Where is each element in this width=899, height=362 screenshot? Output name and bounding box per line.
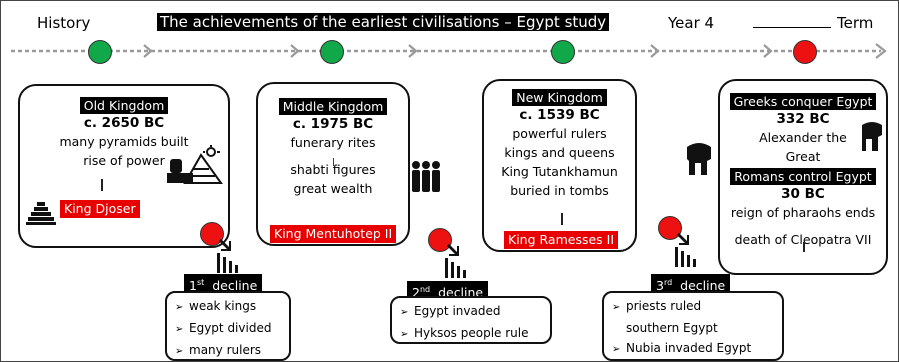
decline-1-suffix: st bbox=[196, 278, 205, 287]
bullet-arrow-icon: ➢ bbox=[400, 329, 409, 340]
greeks-fact-1: Alexander the bbox=[759, 130, 847, 145]
greek-helmet-icon bbox=[862, 122, 882, 151]
new-kingdom-fact-4: buried in tombs bbox=[510, 183, 609, 198]
decline-3-box: ➢priests ruled southern Egypt ➢Nubia inv… bbox=[602, 291, 784, 361]
warrior-helmet-icon bbox=[687, 143, 711, 175]
term-blank-line bbox=[753, 27, 831, 28]
romans-fact-2: death of Cleopatra VII bbox=[734, 232, 872, 247]
greeks-title: Greeks conquer Egypt bbox=[729, 93, 877, 110]
new-kingdom-fact-2: kings and queens bbox=[504, 145, 615, 160]
decline-3-suffix: rd bbox=[663, 278, 673, 287]
decline-3-item: ➢Nubia invaded Egypt bbox=[612, 338, 776, 360]
new-kingdom-marker bbox=[551, 40, 575, 64]
decline-1-item: ➢Egypt divided bbox=[175, 318, 283, 340]
late-period-marker bbox=[793, 40, 817, 64]
decline-3-label: 3rd decline bbox=[651, 274, 731, 295]
shabti-figures-icon bbox=[412, 161, 440, 192]
middle-kingdom-fact-3: great wealth bbox=[293, 181, 373, 196]
greeks-fact-2: Great bbox=[785, 149, 821, 164]
decline-3-bars-icon bbox=[675, 233, 696, 267]
middle-kingdom-title: Middle Kingdom bbox=[278, 98, 388, 115]
decline-3-ordinal: 3 bbox=[656, 278, 664, 294]
middle-kingdom-ruler: King Mentuhotep II bbox=[270, 223, 397, 243]
bullet-arrow-icon: ➢ bbox=[612, 344, 621, 355]
decline-2-item: ➢Hyksos people rule bbox=[400, 323, 544, 345]
decline-2-suffix: nd bbox=[419, 285, 431, 294]
step-pyramid-icon bbox=[26, 202, 56, 225]
decline-2-bars-icon bbox=[445, 244, 466, 278]
decline-1-label: 1st decline bbox=[184, 274, 263, 295]
decline-2-ordinal: 2 bbox=[412, 285, 420, 301]
old-kingdom-marker bbox=[88, 40, 112, 64]
middle-kingdom-fact-1: funerary rites bbox=[290, 135, 376, 150]
page-title: The achievements of the earliest civilis… bbox=[157, 12, 610, 32]
decline-1-item: ➢many rulers bbox=[175, 340, 283, 362]
bullet-arrow-icon: ➢ bbox=[612, 302, 621, 313]
new-kingdom-connector bbox=[561, 213, 563, 225]
year-label: Year 4 bbox=[668, 14, 715, 32]
middle-kingdom-date: c. 1975 BC bbox=[292, 116, 374, 132]
middle-kingdom-divider bbox=[333, 158, 334, 166]
romans-title: Romans control Egypt bbox=[730, 168, 876, 185]
romans-date: 30 BC bbox=[781, 186, 825, 202]
decline-1-ordinal: 1 bbox=[189, 278, 197, 294]
romans-connector bbox=[803, 242, 805, 252]
sphinx-pyramid-icon bbox=[167, 145, 223, 184]
new-kingdom-fact-3: King Tutankhamun bbox=[501, 164, 618, 179]
new-kingdom-title: New Kingdom bbox=[512, 89, 607, 106]
old-kingdom-fact-2: rise of power bbox=[83, 153, 165, 168]
middle-kingdom-marker bbox=[320, 40, 344, 64]
middle-kingdom-card: Middle Kingdom c. 1975 BC funerary rites… bbox=[256, 82, 410, 246]
timeline-arrow bbox=[11, 43, 887, 59]
decline-1-bars-icon bbox=[217, 239, 238, 273]
romans-fact-1: reign of pharaohs ends bbox=[730, 205, 876, 220]
greeks-date: 332 BC bbox=[776, 111, 830, 127]
decline-1-box: ➢weak kings ➢Egypt divided ➢many rulers bbox=[165, 291, 291, 361]
middle-kingdom-ruler-label: King Mentuhotep II bbox=[270, 225, 397, 243]
term-label: Term bbox=[837, 14, 874, 32]
decline-3-item: southern Egypt bbox=[626, 321, 718, 335]
new-kingdom-card: New Kingdom c. 1539 BC powerful rulers k… bbox=[482, 79, 637, 252]
term-field: Term bbox=[753, 13, 873, 33]
old-kingdom-ruler: King Djoser bbox=[60, 198, 140, 218]
bullet-arrow-icon: ➢ bbox=[175, 302, 184, 313]
decline-3-item: ➢priests ruled bbox=[612, 296, 776, 318]
old-kingdom-fact-1: many pyramids built bbox=[59, 134, 189, 149]
middle-kingdom-fact-2: shabti figures bbox=[290, 162, 376, 177]
new-kingdom-ruler: King Ramesses II bbox=[504, 229, 619, 249]
old-kingdom-title: Old Kingdom bbox=[79, 97, 169, 114]
new-kingdom-fact-1: powerful rulers bbox=[512, 126, 607, 141]
new-kingdom-date: c. 1539 BC bbox=[519, 107, 600, 123]
subject-label: History bbox=[37, 14, 91, 32]
bullet-arrow-icon: ➢ bbox=[400, 307, 409, 318]
old-kingdom-ruler-label: King Djoser bbox=[60, 200, 140, 218]
decline-2-item: ➢Egypt invaded bbox=[400, 301, 544, 323]
old-kingdom-connector bbox=[101, 179, 103, 191]
decline-3-word: decline bbox=[680, 278, 726, 294]
new-kingdom-ruler-label: King Ramesses II bbox=[504, 231, 619, 249]
page-title-text: The achievements of the earliest civilis… bbox=[157, 13, 610, 31]
decline-1-item: ➢weak kings bbox=[175, 296, 283, 318]
decline-1-word: decline bbox=[212, 278, 258, 294]
bullet-arrow-icon: ➢ bbox=[175, 346, 184, 357]
old-kingdom-date: c. 2650 BC bbox=[83, 115, 165, 131]
bullet-arrow-icon: ➢ bbox=[175, 324, 184, 335]
late-period-card: Greeks conquer Egypt 332 BC Alexander th… bbox=[718, 79, 888, 275]
decline-2-box: ➢Egypt invaded ➢Hyksos people rule bbox=[390, 296, 552, 344]
decline-2-marker bbox=[428, 228, 452, 252]
